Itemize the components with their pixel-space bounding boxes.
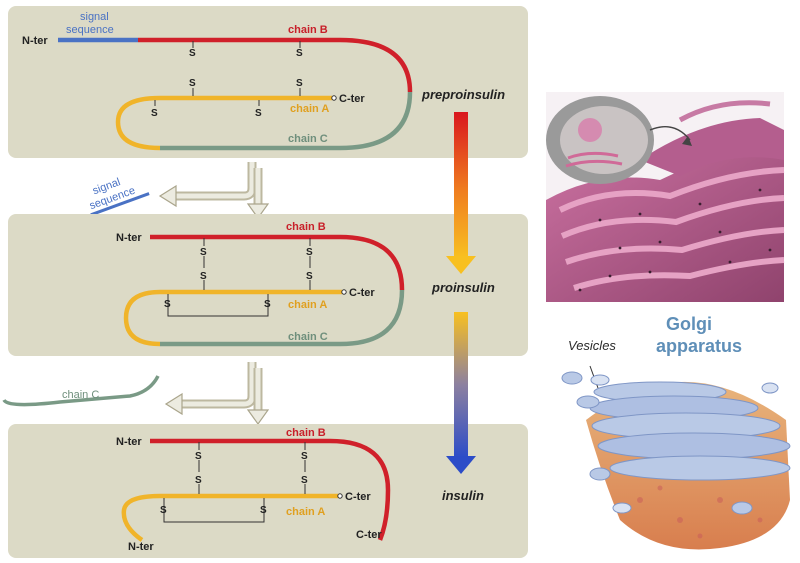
sulfur-label: S [200,271,207,282]
sulfur-label: S [164,299,171,310]
sulfur-label: S [306,247,313,258]
chain-b-label: chain B [286,221,326,233]
sulfur-label: S [195,475,202,486]
chain-b-strand [150,438,391,541]
signal-sequence-label: sequence [66,24,114,36]
sulfur-label: S [296,78,303,89]
c-terminus-label: C-ter [356,529,382,541]
vesicles-label: Vesicles [568,338,616,353]
c-terminus-cap [331,95,337,101]
c-terminus-cap [341,289,347,295]
chain-c-label: chain C [288,331,328,343]
panel-preproinsulin: S S S S S S N-ter signal sequence chain … [8,6,528,158]
progress-arrow-1 [446,112,476,274]
n-terminus-label: N-ter [116,232,142,244]
n-terminus-label: N-ter [128,541,154,553]
chain-b-strand [138,37,413,93]
sulfur-label: S [264,299,271,310]
c-terminus-label: C-ter [345,491,371,503]
chain-c-strand [160,91,413,151]
chain-c-strand [160,289,405,347]
c-terminus-label: C-ter [339,93,365,105]
n-terminus-label: N-ter [116,436,142,448]
golgi-title: Golgi [666,314,712,334]
chain-a-label: chain A [288,299,327,311]
chain-a-label: chain A [290,103,329,115]
n-terminus-label: N-ter [22,35,48,47]
signal-sequence-label: signal [80,11,109,23]
endoplasmic-reticulum-illustration [546,92,785,302]
chain-c-label: chain C [62,389,99,401]
panel-insulin: S S S S S S N-ter chain B C-ter chain A … [8,424,528,558]
sulfur-label: S [200,247,207,258]
c-terminus-label: C-ter [349,287,375,299]
sulfur-label: S [151,108,158,119]
stage-label-preproinsulin: preproinsulin [421,87,505,102]
sulfur-label: S [306,271,313,282]
sulfur-label: S [189,78,196,89]
sulfur-label: S [296,48,303,59]
chain-a-label: chain A [286,506,325,518]
chain-b-label: chain B [286,427,326,439]
golgi-apparatus-illustration: Golgi apparatus Vesicles [561,314,791,550]
chain-a-strand [123,289,342,347]
stage-label-proinsulin: proinsulin [431,280,495,295]
golgi-title: apparatus [656,336,742,356]
disulfide-bonds: S S S S S S [164,238,313,317]
sulfur-label: S [301,451,308,462]
panel-proinsulin: S S S S S S N-ter chain B C-ter chain A … [8,214,528,356]
stage-label-insulin: insulin [442,488,484,503]
chain-b-strand [150,234,405,291]
removed-chain-c: chain C [2,375,160,407]
removed-signal-sequence: signal sequence [88,176,150,217]
progress-arrow-2 [446,312,476,474]
disulfide-markers: S S S S S S [151,41,303,119]
sulfur-label: S [189,48,196,59]
panel-background [8,6,528,158]
cleavage-arrow-signal [158,162,270,220]
panel-background [8,424,528,558]
chain-a-strand [115,95,332,151]
c-terminus-cap [337,493,343,499]
disulfide-bonds: S S S S S S [160,442,308,523]
sulfur-label: S [301,475,308,486]
chain-c-label: chain C [288,133,328,145]
sulfur-label: S [160,505,167,516]
chain-a-strand [121,493,338,542]
chain-b-label: chain B [288,24,328,36]
cleavage-arrow-chain-c [164,362,270,426]
panel-background [8,214,528,356]
sulfur-label: S [255,108,262,119]
sulfur-label: S [195,451,202,462]
sulfur-label: S [260,505,267,516]
